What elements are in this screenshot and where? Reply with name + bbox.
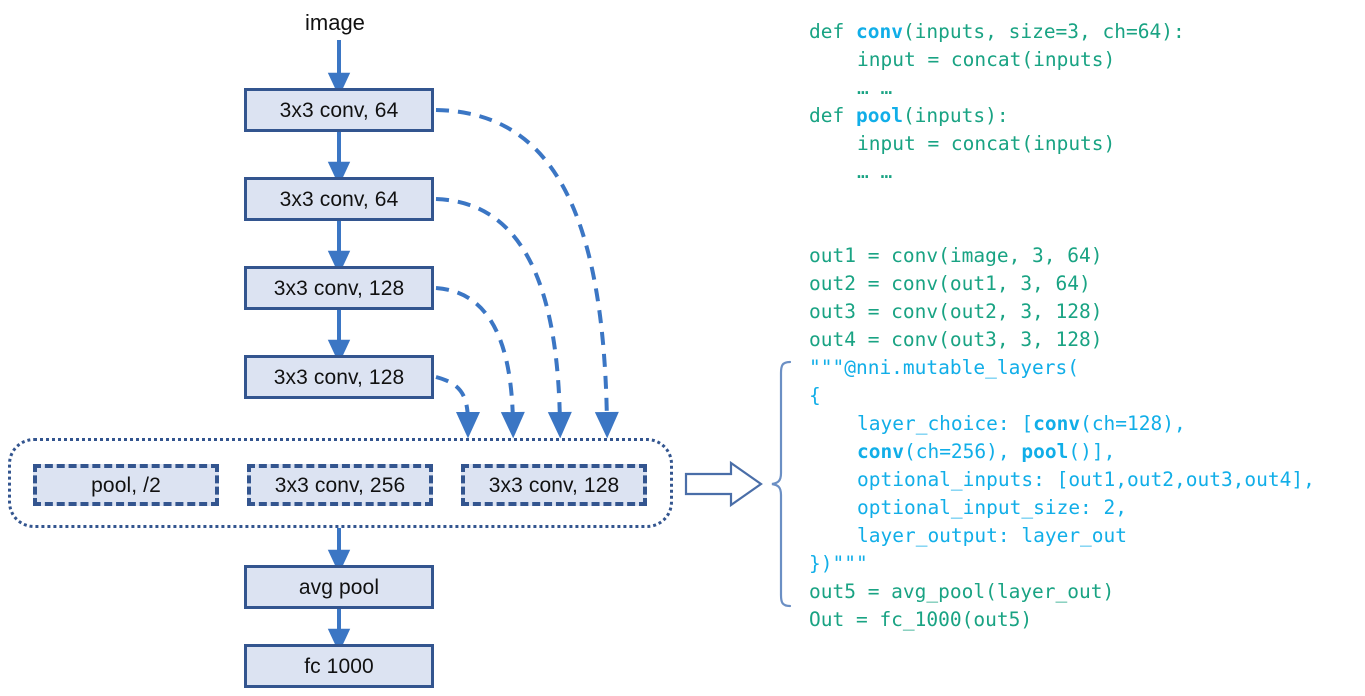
- code-line: layer_choice: [conv(ch=128),: [809, 414, 1186, 434]
- code-text: input = concat(inputs): [857, 132, 1116, 155]
- code-line: … …: [809, 162, 892, 182]
- code-text: input = concat(inputs): [857, 48, 1116, 71]
- code-text: def: [809, 104, 856, 127]
- code-line: optional_input_size: 2,: [809, 498, 1127, 518]
- code-keyword: pool: [1021, 440, 1069, 463]
- node-choice-conv-128[interactable]: 3x3 conv, 128: [461, 464, 647, 506]
- code-line: {: [809, 386, 821, 406]
- block-arrow-to-code: [684, 460, 763, 508]
- code-line: optional_inputs: [out1,out2,out3,out4],: [809, 470, 1315, 490]
- node-avg-pool[interactable]: avg pool: [244, 565, 434, 609]
- code-line: out5 = avg_pool(layer_out): [809, 582, 1114, 602]
- skip-connection-curves: [435, 108, 619, 439]
- code-line: conv(ch=256), pool()],: [809, 442, 1115, 462]
- code-text: out5 = avg_pool(layer_out): [809, 580, 1115, 603]
- code-text: (ch=128),: [1080, 412, 1186, 435]
- code-text: def: [809, 20, 856, 43]
- code-text: out4 = conv(out3, 3, 128): [809, 328, 1103, 351]
- code-line: layer_output: layer_out: [809, 526, 1127, 546]
- code-line: })""": [809, 554, 868, 574]
- code-text: ()],: [1068, 440, 1116, 463]
- code-text: layer_output: layer_out: [857, 524, 1128, 547]
- code-keyword: pool: [855, 104, 903, 127]
- code-line: def conv(inputs, size=3, ch=64):: [809, 22, 1185, 42]
- code-text: Out = fc_1000(out5): [809, 608, 1033, 631]
- code-text: (inputs, size=3, ch=64):: [902, 20, 1185, 43]
- node-conv-128-b[interactable]: 3x3 conv, 128: [244, 355, 434, 399]
- code-panel: def conv(inputs, size=3, ch=64):input = …: [809, 22, 1365, 662]
- code-line: def pool(inputs):: [809, 106, 1009, 126]
- code-text: optional_inputs: [out1,out2,out3,out4],: [857, 468, 1315, 491]
- node-choice-pool[interactable]: pool, /2: [33, 464, 219, 506]
- node-choice-conv-256[interactable]: 3x3 conv, 256: [247, 464, 433, 506]
- code-line: … …: [809, 78, 892, 98]
- code-text: … …: [857, 160, 893, 183]
- code-line: Out = fc_1000(out5): [809, 610, 1032, 630]
- code-keyword: conv: [855, 20, 903, 43]
- node-fc-1000[interactable]: fc 1000: [244, 644, 434, 688]
- node-conv-128-a[interactable]: 3x3 conv, 128: [244, 266, 434, 310]
- code-text: {: [809, 384, 821, 407]
- code-text: optional_input_size: 2,: [857, 496, 1128, 519]
- code-text: })""": [809, 552, 868, 575]
- code-line: out4 = conv(out3, 3, 128): [809, 330, 1103, 350]
- code-keyword: conv: [1033, 412, 1081, 435]
- code-text: layer_choice: [: [857, 412, 1034, 435]
- code-text: (inputs):: [902, 104, 1009, 127]
- code-text: out1 = conv(image, 3, 64): [809, 244, 1103, 267]
- code-line: out1 = conv(image, 3, 64): [809, 246, 1103, 266]
- code-text: """@nni.mutable_layers(: [809, 356, 1080, 379]
- code-keyword: conv: [857, 440, 904, 463]
- code-line: input = concat(inputs): [809, 134, 1115, 154]
- code-text: out3 = conv(out2, 3, 128): [809, 300, 1103, 323]
- code-text: out2 = conv(out1, 3, 64): [809, 272, 1091, 295]
- node-conv-64-b[interactable]: 3x3 conv, 64: [244, 177, 434, 221]
- code-line: out3 = conv(out2, 3, 128): [809, 302, 1103, 322]
- code-line: out2 = conv(out1, 3, 64): [809, 274, 1091, 294]
- code-line: """@nni.mutable_layers(: [809, 358, 1079, 378]
- input-label: image: [305, 10, 365, 35]
- node-conv-64-a[interactable]: 3x3 conv, 64: [244, 88, 434, 132]
- mutable-layer-group: [8, 438, 673, 528]
- code-line: input = concat(inputs): [809, 50, 1115, 70]
- code-text: … …: [857, 76, 893, 99]
- code-text: (ch=256),: [903, 440, 1022, 463]
- code-brace: [771, 360, 792, 608]
